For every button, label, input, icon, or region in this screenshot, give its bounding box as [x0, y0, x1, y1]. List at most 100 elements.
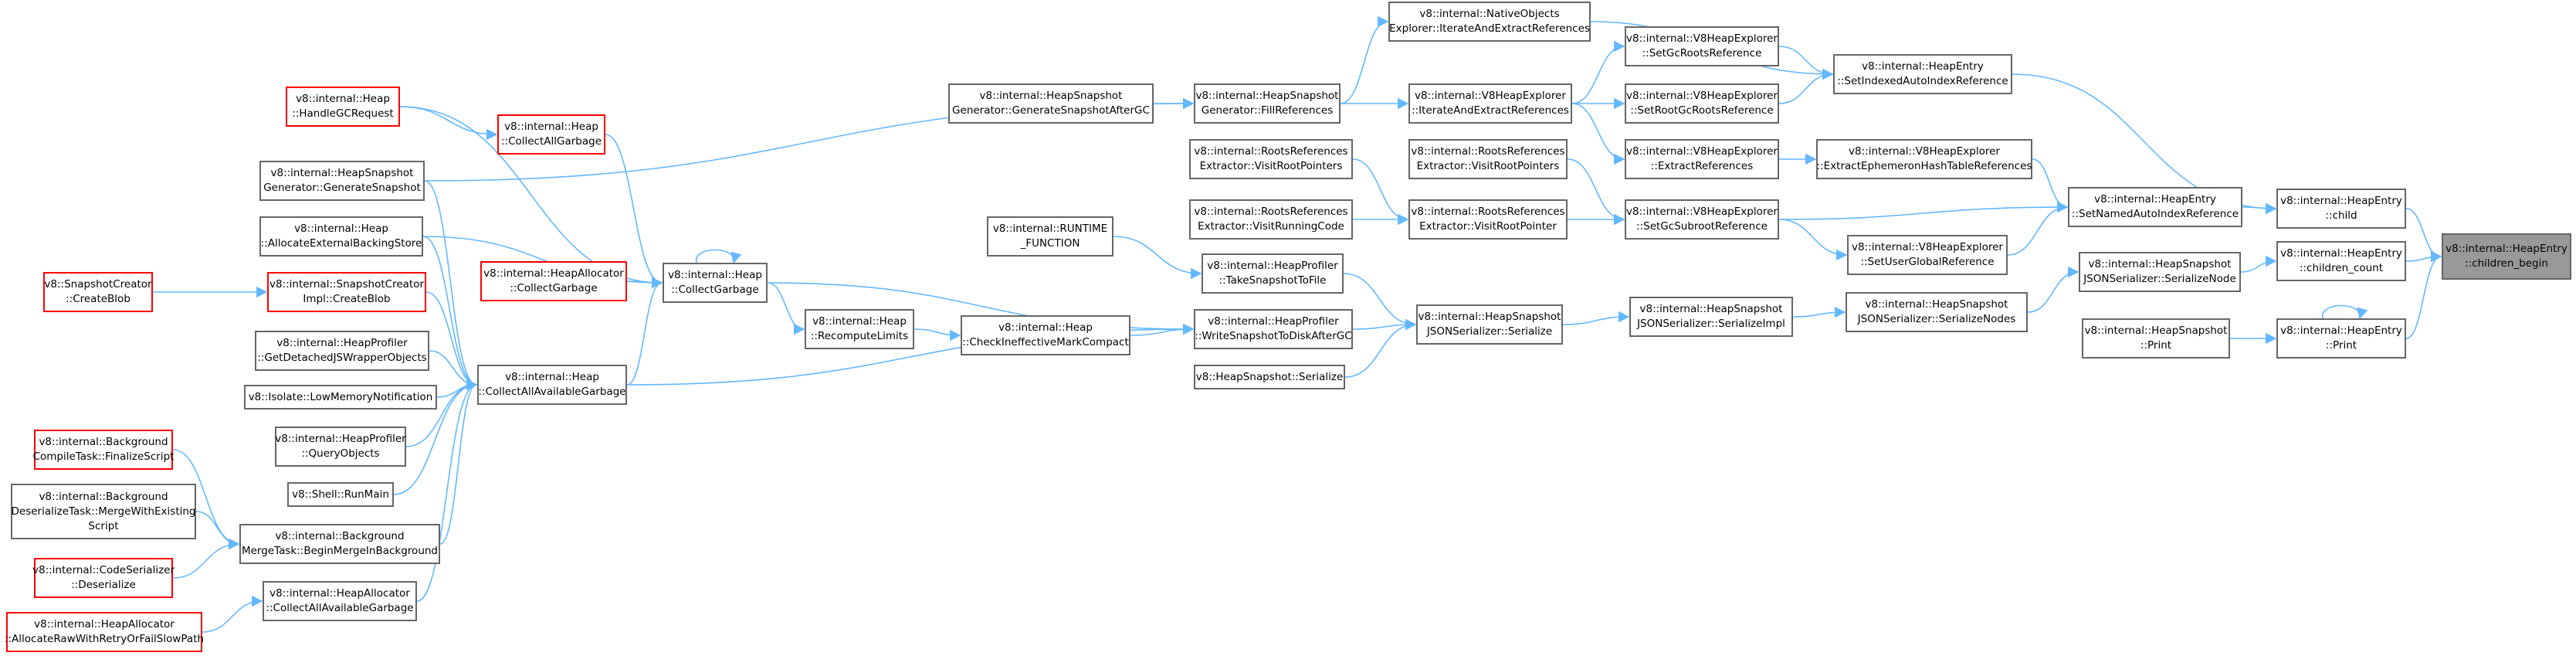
node-label-line: Extractor::VisitRunningCode — [1198, 220, 1344, 233]
graph-node-hs-print[interactable]: v8::internal::HeapSnapshot::Print — [2082, 318, 2230, 359]
graph-edge — [1352, 318, 1417, 331]
node-label-line: Extractor::VisitRootPointer — [1419, 220, 1557, 233]
graph-node-he-child[interactable]: v8::internal::HeapEntry::child — [2276, 189, 2406, 229]
node-label-line: ::AllocateExternalBackingStore — [260, 237, 422, 250]
graph-node-v8he-setrootgcroots[interactable]: v8::internal::V8HeapExplorer::SetRootGcR… — [1625, 83, 1779, 124]
graph-edge — [1571, 40, 1625, 104]
node-label-line: ::SetNamedAutoIndexReference — [2071, 208, 2239, 220]
graph-node-children-begin[interactable]: v8::internal::HeapEntry::children_begin — [2442, 233, 2571, 280]
node-label-line: ::SetIndexedAutoIndexReference — [1837, 75, 2008, 87]
graph-node-he-setindexed[interactable]: v8::internal::HeapEntry::SetIndexedAutoI… — [1833, 54, 2012, 94]
graph-edge — [424, 180, 478, 391]
node-label-line: v8::internal::HeapSnapshot — [1639, 303, 1783, 315]
node-label-line: JSONSerializer::Serialize — [1426, 325, 1553, 338]
node-label-line: ::CollectAllGarbage — [500, 135, 602, 148]
graph-node-heapalloc-collectallavail[interactable]: v8::internal::HeapAllocator::CollectAllA… — [263, 581, 417, 621]
graph-node-shell-runmain[interactable]: v8::Shell::RunMain — [287, 482, 394, 507]
node-label-line: ::GetDetachedJSWrapperObjects — [257, 352, 427, 364]
graph-edge — [1562, 311, 1630, 325]
graph-edge — [1352, 158, 1409, 226]
node-label-line: Generator::FillReferences — [1201, 104, 1334, 117]
node-label-line: JSONSerializer::SerializeNodes — [1857, 313, 2016, 325]
graph-node-hs-serialize[interactable]: v8::HeapSnapshot::Serialize — [1194, 365, 1345, 389]
node-label-line: v8::SnapshotCreator — [44, 278, 152, 291]
graph-node-snapshotcreator-createblob[interactable]: v8::SnapshotCreator::CreateBlob — [43, 272, 153, 312]
graph-node-he-setnamed[interactable]: v8::internal::HeapEntry::SetNamedAutoInd… — [2068, 187, 2242, 227]
graph-edge — [1778, 219, 1848, 261]
graph-node-heapalloc-collectgarbage[interactable]: v8::internal::HeapAllocator::CollectGarb… — [480, 261, 627, 301]
graph-edge — [425, 291, 478, 391]
node-label-line: v8::internal::HeapSnapshot — [1195, 90, 1339, 102]
node-label-line: v8::internal::HeapSnapshot — [2088, 258, 2232, 270]
graph-node-heap-recomputelimits[interactable]: v8::internal::Heap::RecomputeLimits — [805, 309, 914, 349]
node-label-line: ::WriteSnapshotToDiskAfterGC — [1195, 330, 1352, 342]
graph-node-v8he-setuserglobal[interactable]: v8::internal::V8HeapExplorer::SetUserGlo… — [1847, 235, 2008, 275]
node-label-line: v8::internal::Background — [39, 436, 168, 448]
graph-node-v8he-iterate[interactable]: v8::internal::V8HeapExplorer::IterateAnd… — [1408, 83, 1572, 124]
graph-node-runtime-function[interactable]: v8::internal::RUNTIME_FUNCTION — [987, 216, 1113, 257]
node-label-line: ::child — [2325, 209, 2357, 222]
node-label-line: JSONSerializer::SerializeImpl — [1637, 318, 1785, 330]
node-label-line: v8::internal::V8HeapExplorer — [1852, 241, 2003, 253]
graph-node-heap-allocextbacking[interactable]: v8::internal::Heap::AllocateExternalBack… — [259, 216, 423, 257]
graph-edge — [2240, 255, 2277, 273]
graph-node-heap-checkineffective[interactable]: v8::internal::Heap::CheckIneffectiveMark… — [961, 315, 1130, 355]
graph-node-heap-collectallavail[interactable]: v8::internal::Heap::CollectAllAvailableG… — [477, 365, 627, 405]
graph-node-codeserializer-deserialize[interactable]: v8::internal::CodeSerializer::Deserializ… — [32, 558, 175, 598]
graph-node-hp-getdetached[interactable]: v8::internal::HeapProfiler::GetDetachedJ… — [255, 331, 429, 371]
graph-edge — [767, 282, 805, 335]
graph-node-v8he-setgcsubroot[interactable]: v8::internal::V8HeapExplorer::SetGcSubro… — [1625, 199, 1779, 240]
node-label-line: ::IterateAndExtractReferences — [1412, 104, 1569, 117]
graph-node-v8he-setgcroots[interactable]: v8::internal::V8HeapExplorer::SetGcRoots… — [1625, 26, 1779, 66]
graph-node-hp-queryobjects[interactable]: v8::internal::HeapProfiler::QueryObjects — [275, 427, 406, 467]
graph-edge — [2027, 266, 2079, 313]
graph-node-heap-collectallgarbage[interactable]: v8::internal::Heap::CollectAllGarbage — [497, 114, 605, 155]
graph-edge — [422, 236, 478, 391]
node-label-line: Explorer::IterateAndExtractReferences — [1389, 22, 1590, 35]
node-label-line: ::Print — [2325, 339, 2357, 352]
graph-node-he-print[interactable]: v8::internal::HeapEntry::Print — [2276, 318, 2406, 359]
node-label-line: v8::internal::Heap — [294, 223, 388, 235]
node-label-line: CompileTask::FinalizeScript — [32, 450, 175, 463]
node-label-line: ::TakeSnapshotToFile — [1219, 274, 1327, 287]
node-label-line: v8::internal::CodeSerializer — [32, 564, 175, 576]
graph-node-heap-handlegc[interactable]: v8::internal::Heap::HandleGCRequest — [286, 87, 400, 127]
node-label-line: v8::internal::HeapSnapshot — [979, 90, 1123, 102]
node-label-line: v8::internal::SnapshotCreator — [269, 278, 425, 291]
graph-node-v8he-extractrefs[interactable]: v8::internal::V8HeapExplorer::ExtractRef… — [1625, 139, 1779, 179]
graph-node-he-children-count[interactable]: v8::internal::HeapEntry::children_count — [2276, 241, 2406, 281]
node-label-line: v8::internal::HeapSnapshot — [270, 167, 414, 179]
graph-node-isolate-lowmem[interactable]: v8::Isolate::LowMemoryNotification — [244, 385, 437, 410]
node-label-line: ::Print — [2140, 339, 2172, 352]
node-label-line: ::SetGcSubrootReference — [1636, 220, 1768, 233]
node-label-line: ::CollectGarbage — [510, 282, 598, 294]
node-label-line: Generator::GenerateSnapshot — [263, 182, 421, 194]
graph-node-hp-takesnapshot[interactable]: v8::internal::HeapProfiler::TakeSnapshot… — [1202, 253, 1344, 294]
graph-edge — [1778, 68, 1834, 104]
graph-node-hp-writesnapshot[interactable]: v8::internal::HeapProfiler::WriteSnapsho… — [1194, 309, 1353, 349]
node-label-line: v8::internal::HeapProfiler — [275, 433, 406, 445]
graph-node-heapalloc-allocraw[interactable]: v8::internal::HeapAllocator::AllocateRaw… — [5, 612, 204, 652]
node-label-line: v8::internal::NativeObjects — [1419, 8, 1560, 20]
node-label-line: v8::internal::RUNTIME — [992, 223, 1108, 235]
graph-edge — [439, 379, 478, 545]
graph-node-v8he-ephemeron[interactable]: v8::internal::V8HeapExplorer::ExtractEph… — [1816, 139, 2032, 179]
graph-node-heap-collectgarbage[interactable]: v8::internal::Heap::CollectGarbage — [663, 263, 768, 303]
